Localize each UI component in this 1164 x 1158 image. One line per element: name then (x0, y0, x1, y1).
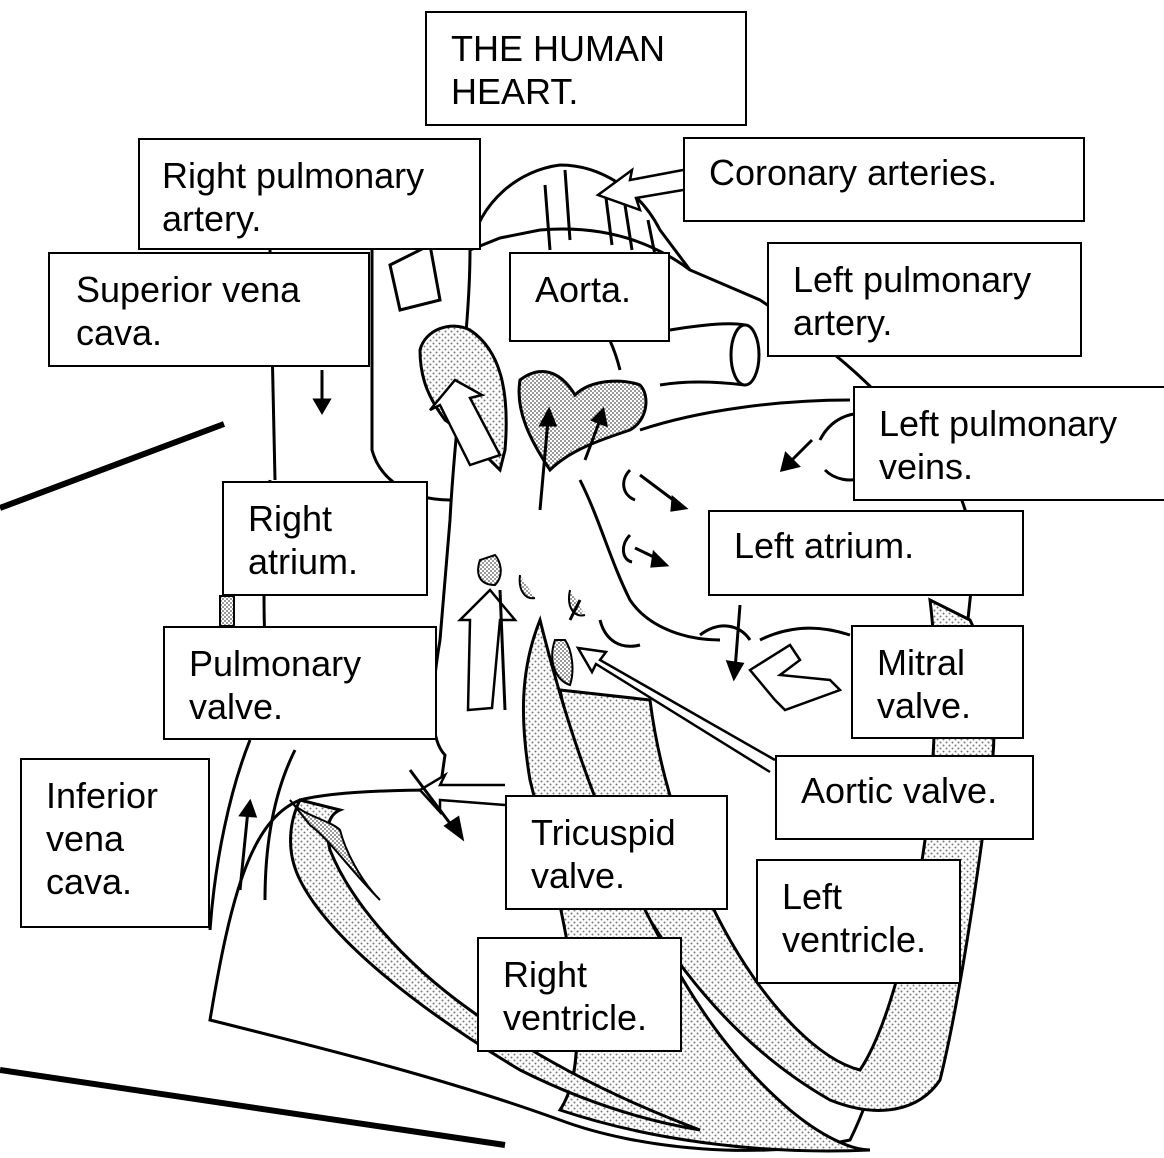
label-right-ventricle: Right ventricle. (477, 937, 682, 1052)
atrium-wall-segment (220, 596, 234, 626)
left-ventricle-flow-arrow (750, 645, 840, 710)
label-aortic-valve: Aortic valve. (775, 755, 1034, 840)
tricuspid-pointer-arrow (420, 775, 505, 812)
label-left-atrium: Left atrium. (708, 510, 1024, 596)
label-superior-vena-cava: Superior vena cava. (48, 252, 370, 367)
diagram-title: THE HUMAN HEART. (425, 11, 747, 126)
cut-line-lower (0, 1070, 505, 1145)
right-pulmonary-artery-vessel (390, 245, 440, 310)
aortic-root (519, 372, 646, 470)
right-ventricle-flow-arrow (460, 590, 515, 710)
label-pulmonary-valve: Pulmonary valve. (163, 626, 437, 740)
aortic-valve-cusp (552, 590, 585, 685)
label-inferior-vena-cava: Inferior vena cava. (20, 758, 210, 928)
pulmonary-artery-opening (731, 325, 759, 385)
label-aorta: Aorta. (509, 252, 670, 342)
label-coronary-arteries: Coronary arteries. (683, 137, 1085, 222)
label-mitral-valve: Mitral valve. (851, 625, 1024, 739)
coronary-pointer-arrow (598, 170, 683, 210)
label-left-ventricle: Left ventricle. (756, 859, 961, 984)
label-left-pulmonary-artery: Left pulmonary artery. (767, 242, 1082, 357)
label-right-atrium: Right atrium. (222, 481, 428, 596)
label-right-pulmonary-artery: Right pulmonary artery. (138, 138, 481, 250)
cut-line-upper (0, 424, 224, 508)
label-tricuspid-valve: Tricuspid valve. (505, 795, 728, 910)
inferior-vena-cava-vessel (210, 740, 295, 930)
left-atrium-vein-opening (623, 470, 635, 562)
label-left-pulmonary-veins: Left pulmonary veins. (853, 386, 1164, 501)
